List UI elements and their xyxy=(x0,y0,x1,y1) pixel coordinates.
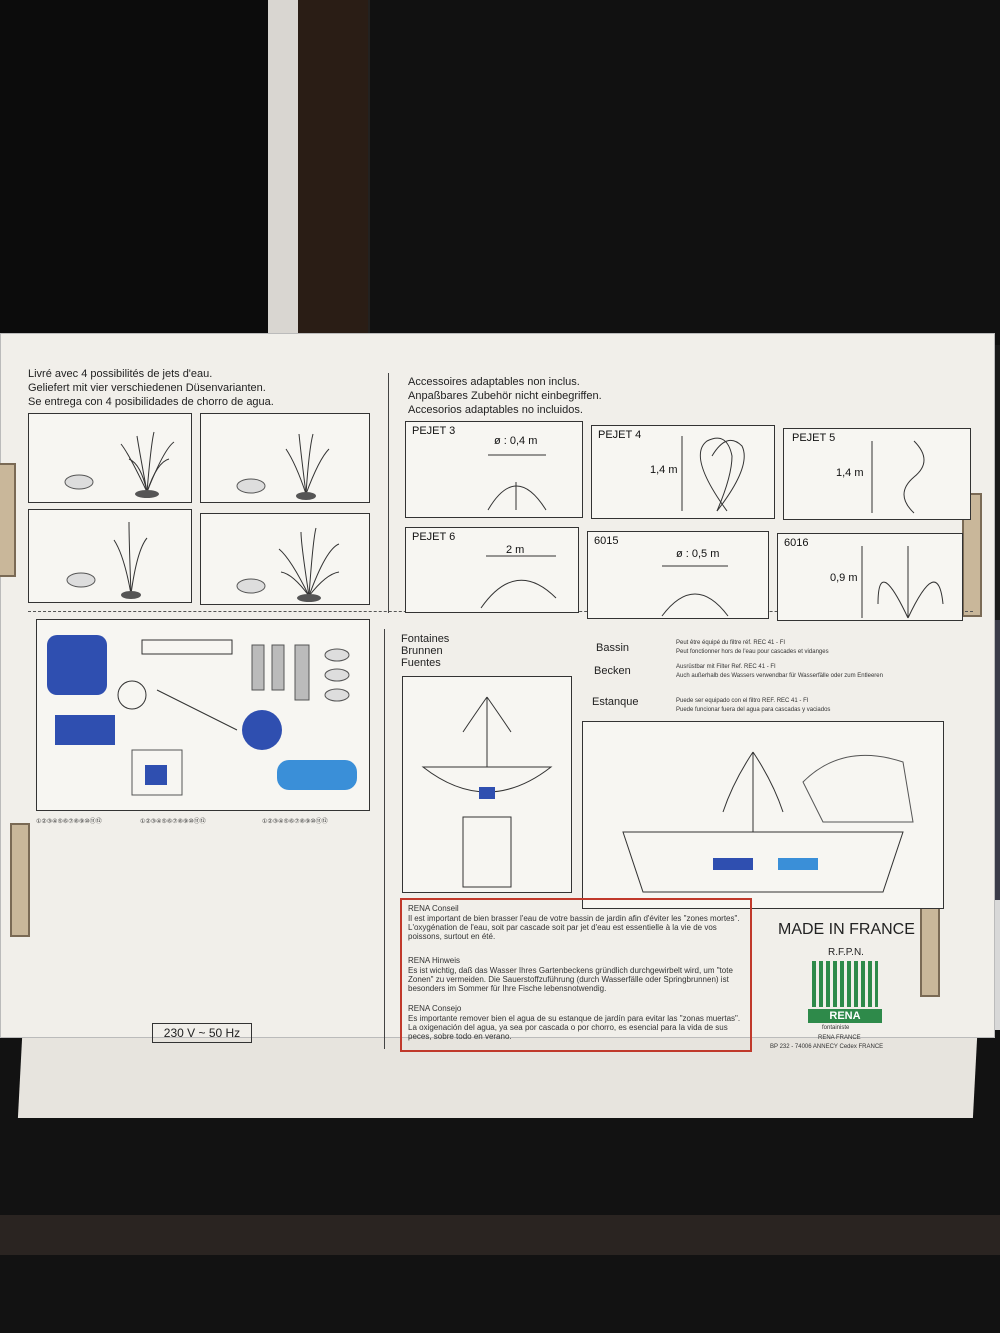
jet-panel-1 xyxy=(28,413,192,503)
pond-illustration xyxy=(622,751,914,893)
accessory-name: PEJET 4 xyxy=(598,429,642,441)
monitor-screen xyxy=(0,0,268,336)
jet-panel-2 xyxy=(200,413,370,503)
desk-edge xyxy=(0,1215,1000,1255)
fountains-fr: Fontaines xyxy=(401,633,450,645)
accessory-6016: 6016 0,9 m xyxy=(777,533,963,621)
basin-de: Becken xyxy=(594,665,631,677)
parts-legend-es: ①②③④⑤⑥⑦⑧⑨⑩⑪⑫ xyxy=(262,819,328,825)
accessory-dimension: 1,4 m xyxy=(650,464,678,476)
6016-illustration xyxy=(861,546,944,619)
advice-es-text: Es importante remover bien el agua de su… xyxy=(408,1014,741,1041)
accessory-name: 6016 xyxy=(784,537,809,549)
jet-illustration-4 xyxy=(236,527,340,602)
basin-note-1: Peut être équipé du filtre réf. REC 41 -… xyxy=(676,640,786,646)
jet-illustration-1 xyxy=(64,431,175,498)
brand-code: R.F.P.N. xyxy=(828,947,864,958)
basin-note-5: Puede ser equipado con el filtro REF. RE… xyxy=(676,698,809,704)
accessories-heading-de: Anpaßbares Zubehör nicht einbegriffen. xyxy=(408,390,602,402)
accessories-heading-fr: Accessoires adaptables non inclus. xyxy=(408,376,580,388)
dark-screen xyxy=(370,0,1000,345)
accessories-heading-es: Accesorios adaptables no incluidos. xyxy=(408,404,583,416)
parts-legend-de: ①②③④⑤⑥⑦⑧⑨⑩⑪⑫ xyxy=(140,819,206,825)
basin-es: Estanque xyxy=(592,696,639,708)
pond-illustration-panel xyxy=(582,721,944,909)
voltage-label: 230 V ~ 50 Hz xyxy=(152,1023,252,1043)
box-clip-right-top xyxy=(962,493,982,617)
jets-heading-fr: Livré avec 4 possibilités de jets d'eau. xyxy=(28,368,213,380)
accessory-dimension: 0,9 m xyxy=(830,572,858,584)
basin-note-3: Ausrüstbar mit Filter Ref. REC 41 - FI xyxy=(676,664,776,670)
accessory-name: PEJET 6 xyxy=(412,531,456,543)
fountain-illustration-panel xyxy=(402,676,572,893)
fountains-es: Fuentes xyxy=(401,657,441,669)
accessory-name: PEJET 3 xyxy=(412,425,456,437)
box-clip-left-top xyxy=(0,463,16,577)
advice-es-title: RENA Consejo xyxy=(408,1004,462,1013)
wood-frame xyxy=(298,0,368,345)
accessory-6015: 6015 ø : 0,5 m xyxy=(587,531,769,619)
basin-note-2: Peut fonctionner hors de l'eau pour casc… xyxy=(676,649,829,655)
parts-legend-fr: ①②③④⑤⑥⑦⑧⑨⑩⑪⑫ xyxy=(36,819,102,825)
accessory-pejet-3: PEJET 3 ø : 0,4 m xyxy=(405,421,583,518)
brand-address-1: RENA FRANCE xyxy=(818,1035,861,1041)
6015-illustration xyxy=(661,565,729,617)
advice-de-text: Es ist wichtig, daß das Wasser Ihres Gar… xyxy=(408,966,733,993)
fountains-de: Brunnen xyxy=(401,645,443,657)
divider-lower xyxy=(384,629,385,1049)
jet-illustration-3 xyxy=(66,521,148,599)
rena-logo-text: RENA xyxy=(808,1009,882,1023)
rena-logo-graphic xyxy=(812,961,878,1007)
pejet-6-illustration xyxy=(480,555,557,609)
product-box: Livré avec 4 possibilités de jets d'eau.… xyxy=(0,333,995,1052)
accessory-dimension: ø : 0,4 m xyxy=(494,435,538,447)
basin-note-4: Auch außerhalb des Wassers verwendbar fü… xyxy=(676,673,883,679)
accessory-dimension: 1,4 m xyxy=(836,467,864,479)
accessory-dimension: 2 m xyxy=(506,544,525,556)
box-clip-left-bottom xyxy=(10,823,30,937)
advice-fr-title: RENA Conseil xyxy=(408,904,459,913)
divider-upper xyxy=(388,373,389,613)
jet-illustration-2 xyxy=(236,433,330,500)
accessory-pejet-4: PEJET 4 1,4 m xyxy=(591,425,775,519)
jets-heading-es: Se entrega con 4 posibilidades de chorro… xyxy=(28,396,274,408)
pump-parts-illustration xyxy=(47,635,357,796)
basin-note-6: Puede funcionar fuera del agua para casc… xyxy=(676,707,831,713)
made-in-label: MADE IN FRANCE xyxy=(778,921,915,938)
accessory-name: 6015 xyxy=(594,535,619,547)
advice-de-title: RENA Hinweis xyxy=(408,956,461,965)
fountain-illustration xyxy=(421,696,553,888)
accessory-dimension: ø : 0,5 m xyxy=(676,548,720,560)
pejet-5-illustration xyxy=(871,440,925,514)
brand-address-2: BP 232 - 74006 ANNECY Cedex FRANCE xyxy=(770,1044,884,1050)
jet-panel-3 xyxy=(28,509,192,603)
accessory-pejet-5: PEJET 5 1,4 m xyxy=(783,428,971,520)
jets-heading-de: Geliefert mit vier verschiedenen Düsenva… xyxy=(28,382,266,394)
brand-sub: fontainiste xyxy=(822,1025,850,1031)
advice-fr-text: Il est important de bien brasser l'eau d… xyxy=(408,914,740,941)
pejet-3-illustration xyxy=(487,454,547,511)
accessory-pejet-6: PEJET 6 2 m xyxy=(405,527,579,613)
accessory-name: PEJET 5 xyxy=(792,432,836,444)
pump-parts-diagram xyxy=(36,619,370,811)
basin-fr: Bassin xyxy=(596,642,630,654)
jet-panel-4 xyxy=(200,513,370,605)
rena-advice-box: RENA Conseil Il est important de bien br… xyxy=(400,898,752,1052)
pejet-4-illustration xyxy=(681,436,745,512)
